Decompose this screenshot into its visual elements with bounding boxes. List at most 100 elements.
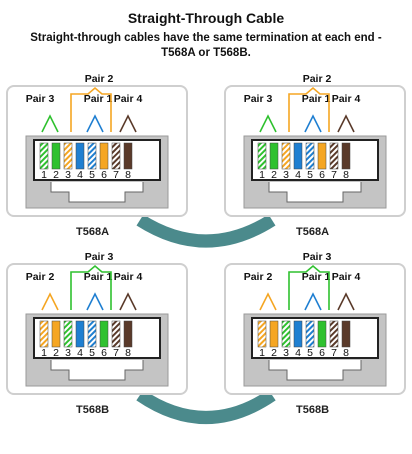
pin-number-label: 3 (283, 347, 289, 359)
wire-pin-6 (317, 142, 327, 170)
pin-number-label: 1 (41, 347, 47, 359)
pair-bracket-top (70, 86, 112, 132)
standard-label-top-left: T568A (76, 226, 110, 238)
pin-number-label: 5 (307, 347, 313, 359)
pair-label-middle: Pair 1 (302, 93, 331, 105)
wire-pin-2 (269, 320, 279, 348)
wire-pin-2 (51, 142, 61, 170)
wire-pin-5 (87, 320, 97, 348)
pair-chevron-right (119, 292, 137, 311)
pin-number-label: 1 (259, 169, 265, 181)
pin-number-label: 7 (113, 347, 119, 359)
wire-pin-4 (75, 320, 85, 348)
pair-label-left: Pair 3 (26, 93, 55, 105)
pin-number-label: 1 (41, 169, 47, 181)
pair-label-top: Pair 2 (303, 73, 332, 85)
wire-pin-1 (39, 320, 49, 348)
pin-number-label: 6 (101, 347, 107, 359)
wire-pin-1 (257, 142, 267, 170)
pin-number-label: 6 (319, 169, 325, 181)
pair-chevron-right (337, 114, 355, 133)
pair-chevron-middle (86, 114, 104, 133)
jack-key-outline (50, 182, 144, 203)
pair-chevron-middle (304, 292, 322, 311)
wire-pin-3 (281, 320, 291, 348)
standard-label-top-right: T568A (296, 226, 330, 238)
pin-number-label: 3 (283, 169, 289, 181)
wire-pin-5 (87, 142, 97, 170)
pair-bracket-top (70, 264, 112, 310)
pin-number-label: 4 (77, 347, 83, 359)
wire-pin-8 (123, 142, 133, 170)
pair-label-middle: Pair 1 (302, 271, 331, 283)
cable-arc-t568a (136, 214, 276, 248)
wire-pin-8 (341, 142, 351, 170)
pin-number-label: 6 (101, 169, 107, 181)
wire-pin-1 (39, 142, 49, 170)
standard-label-bottom-right: T568B (296, 404, 330, 416)
diagram-title: Straight-Through Cable (127, 10, 285, 26)
pair-label-left: Pair 2 (26, 271, 55, 283)
wire-pin-3 (63, 320, 73, 348)
pair-chevron-right (119, 114, 137, 133)
wire-pin-8 (123, 320, 133, 348)
pair-chevron-right (337, 292, 355, 311)
wire-pin-7 (111, 320, 121, 348)
pin-number-label: 7 (113, 169, 119, 181)
pair-chevron-left (41, 114, 59, 133)
pair-chevron-middle (304, 114, 322, 133)
pin-number-label: 7 (331, 347, 337, 359)
pin-number-label: 8 (125, 347, 131, 359)
wire-pin-6 (317, 320, 327, 348)
standard-label-bottom-left: T568B (76, 404, 110, 416)
wire-pin-6 (99, 320, 109, 348)
pin-number-label: 3 (65, 347, 71, 359)
pair-label-right: Pair 4 (114, 93, 143, 105)
diagram-subtitle: Straight-through cables have the same te… (30, 32, 382, 59)
wire-pin-5 (305, 320, 315, 348)
wire-pin-1 (257, 320, 267, 348)
pin-number-label: 2 (53, 169, 59, 181)
wire-pin-2 (269, 142, 279, 170)
pin-number-label: 2 (271, 347, 277, 359)
pin-number-label: 6 (319, 347, 325, 359)
pair-label-right: Pair 4 (114, 271, 143, 283)
pin-number-label: 3 (65, 169, 71, 181)
pair-chevron-left (259, 114, 277, 133)
wire-pin-5 (305, 142, 315, 170)
wire-pin-4 (293, 320, 303, 348)
pin-number-label: 4 (295, 169, 301, 181)
pair-label-left: Pair 3 (244, 93, 273, 105)
wire-pin-2 (51, 320, 61, 348)
pair-label-top: Pair 3 (85, 251, 114, 263)
pin-number-label: 8 (343, 347, 349, 359)
pin-number-label: 7 (331, 169, 337, 181)
pair-chevron-left (259, 292, 277, 311)
wire-pin-7 (329, 142, 339, 170)
wire-pin-4 (75, 142, 85, 170)
wire-pin-7 (111, 142, 121, 170)
wire-pin-3 (63, 142, 73, 170)
pair-label-top: Pair 2 (85, 73, 114, 85)
pair-label-middle: Pair 1 (84, 271, 113, 283)
pin-number-label: 4 (295, 347, 301, 359)
pair-chevron-middle (86, 292, 104, 311)
pair-label-left: Pair 2 (244, 271, 273, 283)
wire-pin-7 (329, 320, 339, 348)
wire-pin-4 (293, 142, 303, 170)
pair-label-right: Pair 4 (332, 271, 361, 283)
wire-pin-3 (281, 142, 291, 170)
pair-chevron-left (41, 292, 59, 311)
wire-pin-6 (99, 142, 109, 170)
pair-label-right: Pair 4 (332, 93, 361, 105)
pin-number-label: 1 (259, 347, 265, 359)
pin-number-label: 2 (271, 169, 277, 181)
cable-arc-t568b (136, 389, 276, 424)
pin-number-label: 8 (125, 169, 131, 181)
pin-number-label: 5 (307, 169, 313, 181)
